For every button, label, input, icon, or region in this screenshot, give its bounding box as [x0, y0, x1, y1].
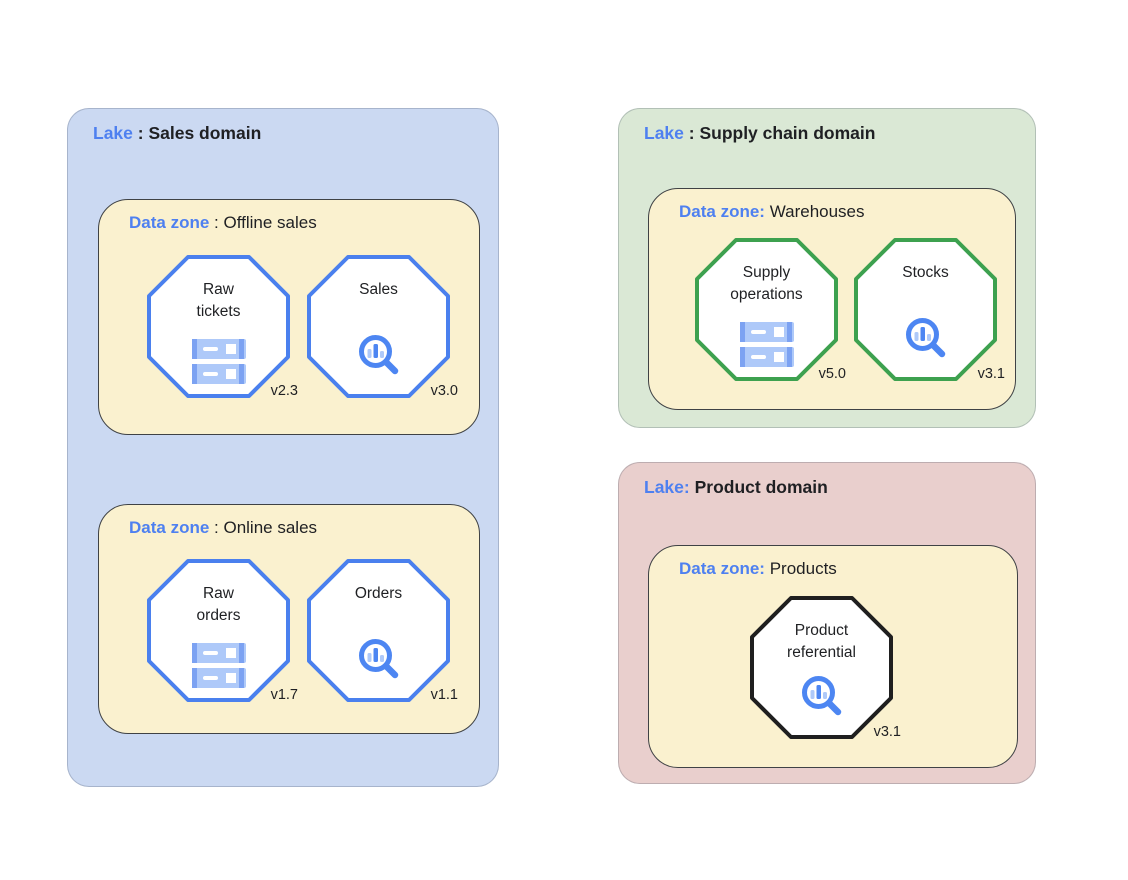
search-analytics-icon [356, 332, 402, 378]
lake-name: Product domain [694, 477, 828, 497]
lake-sales-domain: Lake : Sales domain Data zone : Offline … [67, 108, 499, 787]
lake-product-domain: Lake: Product domain Data zone: Products… [618, 462, 1036, 784]
zone-offline-sales: Data zone : Offline sales Raw tickets v2… [98, 199, 480, 435]
asset-version: v3.1 [873, 724, 901, 740]
asset-version: v1.1 [430, 687, 458, 703]
octagon-shape [147, 559, 290, 702]
asset-supply-operations: Supply operations v5.0 [695, 238, 846, 382]
asset-label: Sales [359, 281, 398, 298]
zone-name: Offline sales [223, 213, 317, 232]
asset-stocks: Stocks v3.1 [854, 238, 1005, 382]
lake-name: Supply chain domain [699, 123, 876, 143]
asset-label: Supply operations [730, 264, 803, 303]
lake-title: Lake : Supply chain domain [644, 123, 875, 144]
zone-name: Warehouses [769, 202, 865, 221]
asset-label: Raw tickets [196, 281, 241, 320]
lake-separator: : [683, 123, 700, 143]
zone-title: Data zone : Offline sales [129, 213, 317, 233]
zone-warehouses: Data zone: Warehouses Supply operations … [648, 188, 1016, 410]
asset-raw-orders: Raw orders v1.7 [147, 559, 298, 703]
asset-version: v1.7 [270, 687, 298, 703]
zone-label: Data zone: [679, 202, 765, 221]
asset-label: Raw orders [196, 585, 241, 624]
zone-separator: : [209, 518, 224, 537]
asset-version: v5.0 [818, 366, 846, 382]
octagon-shape [147, 255, 290, 398]
octagon-shape [695, 238, 838, 381]
octagon-shape [307, 255, 450, 398]
zone-label: Data zone: [679, 559, 765, 578]
asset-orders: Orders v1.1 [307, 559, 458, 703]
zone-title: Data zone: Warehouses [679, 202, 865, 222]
asset-label: Stocks [902, 264, 949, 281]
asset-version: v3.0 [430, 383, 458, 399]
asset-version: v3.1 [977, 366, 1005, 382]
zone-name: Online sales [223, 518, 318, 537]
lake-name: Sales domain [148, 123, 262, 143]
zone-label: Data zone [129, 213, 210, 232]
lake-separator: : [132, 123, 149, 143]
asset-version: v2.3 [270, 383, 298, 399]
zone-products: Data zone: Products Product referential … [648, 545, 1018, 768]
asset-label: Orders [354, 585, 403, 602]
lake-label: Lake [93, 123, 133, 143]
asset-label: Product referential [787, 622, 856, 661]
lake-label: Lake: [644, 477, 690, 497]
zone-title: Data zone : Online sales [129, 518, 317, 538]
zone-title: Data zone: Products [679, 559, 837, 579]
lake-title: Lake : Sales domain [93, 123, 261, 144]
lake-supply-chain-domain: Lake : Supply chain domain Data zone: Wa… [618, 108, 1036, 428]
octagon-shape [854, 238, 997, 381]
storage-server-icon [191, 339, 246, 384]
search-analytics-icon [356, 636, 402, 682]
octagon-shape [750, 596, 893, 739]
storage-server-icon [191, 643, 246, 688]
lake-title: Lake: Product domain [644, 477, 828, 498]
zone-label: Data zone [129, 518, 210, 537]
asset-sales: Sales v3.0 [307, 255, 458, 399]
zone-online-sales: Data zone : Online sales Raw orders v1.7… [98, 504, 480, 734]
lake-label: Lake [644, 123, 684, 143]
asset-raw-tickets: Raw tickets v2.3 [147, 255, 298, 399]
zone-separator: : [209, 213, 224, 232]
asset-product-referential: Product referential v3.1 [750, 596, 901, 740]
search-analytics-icon [799, 673, 845, 719]
zone-name: Products [769, 559, 837, 578]
storage-server-icon [739, 322, 794, 367]
search-analytics-icon [903, 315, 949, 361]
octagon-shape [307, 559, 450, 702]
